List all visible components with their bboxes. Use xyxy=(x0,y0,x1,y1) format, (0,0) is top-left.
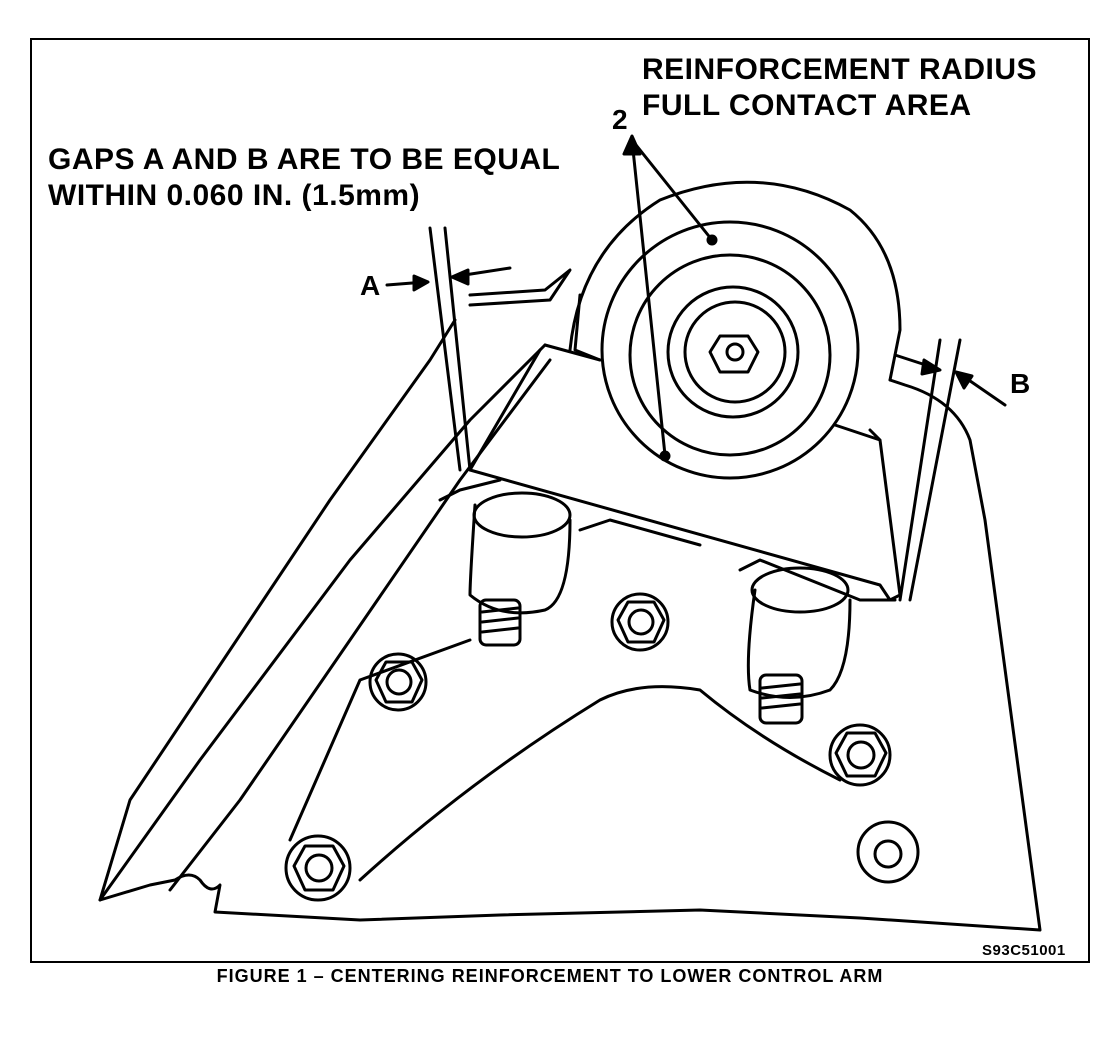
callout-number: 2 xyxy=(612,104,628,135)
figure-code: S93C51001 xyxy=(982,942,1066,959)
figure-caption: FIGURE 1 – CENTERING REINFORCEMENT TO LO… xyxy=(216,966,884,986)
gap-a-arrow-left xyxy=(385,274,430,292)
figure-frame xyxy=(30,38,1090,963)
stud-right xyxy=(746,566,852,725)
gap-b-guide-line-2 xyxy=(908,338,962,602)
gap-b-label: B xyxy=(1010,368,1031,399)
gap-b-guide-line-1 xyxy=(898,338,942,602)
control-arm-left-rail-inner xyxy=(168,358,552,892)
mounting-hole xyxy=(856,820,920,884)
gap-b-arrow-right xyxy=(954,370,1007,407)
gap-b-arrow-left xyxy=(893,353,942,376)
bushing-middle-ring xyxy=(628,253,832,457)
reinforcement-radius-outer xyxy=(568,180,902,382)
gap-a-guide-line-2 xyxy=(443,226,472,472)
reinforcement-tab xyxy=(468,268,572,307)
reinforcement-label-line2: FULL CONTACT AREA xyxy=(642,89,972,122)
bushing-inner-ring xyxy=(666,285,800,419)
gap-a-arrow-right xyxy=(450,266,512,286)
stud-left xyxy=(468,491,572,647)
gap-a-guide-line-1 xyxy=(428,226,462,472)
callout-2-dot-lower xyxy=(659,450,671,462)
reinforcement-plate xyxy=(468,343,902,602)
callout-2-arrowhead xyxy=(622,134,642,156)
bushing-core xyxy=(683,300,787,404)
gap-a-label: A xyxy=(360,270,381,301)
bushing-outer-ring xyxy=(600,220,860,480)
reinforcement-lower-edge xyxy=(288,478,897,882)
reinforcement-label-line1: REINFORCEMENT RADIUS xyxy=(642,53,1038,86)
callout-2-dot-upper xyxy=(706,234,718,246)
bolt-upper-left xyxy=(368,652,428,712)
callout-2-leader-upper xyxy=(630,138,714,242)
control-arm-left-rail xyxy=(98,318,457,902)
bolt-center xyxy=(610,592,670,652)
bushing-nut-icon xyxy=(708,334,760,374)
bolt-lower-left xyxy=(284,834,352,902)
gaps-note-line1: GAPS A AND B ARE TO BE EQUAL xyxy=(48,143,561,176)
bolt-right xyxy=(828,723,892,787)
bushing-nut-center xyxy=(725,342,745,362)
reinforcement-shoulder-left xyxy=(573,293,602,362)
control-arm-body xyxy=(98,343,1042,932)
callout-2-leader-lower xyxy=(630,138,667,457)
gaps-note-line2: WITHIN 0.060 IN. (1.5mm) xyxy=(48,179,421,212)
